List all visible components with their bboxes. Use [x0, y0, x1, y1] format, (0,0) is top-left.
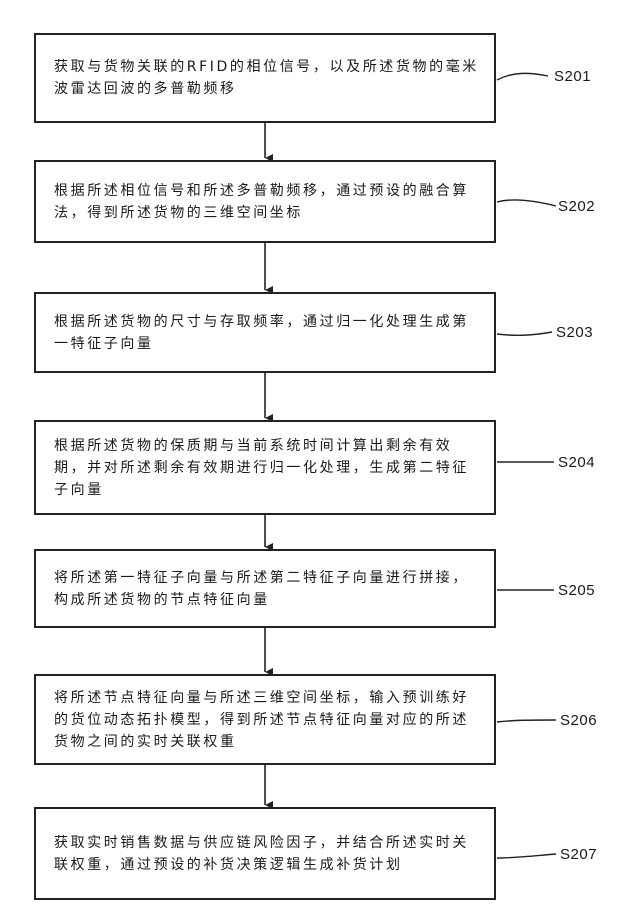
step-label-s203: S203 — [556, 324, 593, 341]
leader-s206 — [497, 720, 556, 722]
step-box-s203: 根据所述货物的尺寸与存取频率，通过归一化处理生成第一特征子向量 — [34, 292, 496, 373]
step-label-s204: S204 — [558, 454, 595, 471]
step-box-s202: 根据所述相位信号和所述多普勒频移，通过预设的融合算法，得到所述货物的三维空间坐标 — [34, 160, 496, 243]
step-box-s207: 获取实时销售数据与供应链风险因子，并结合所述实时关联权重，通过预设的补货决策逻辑… — [34, 807, 496, 900]
step-box-s204: 根据所述货物的保质期与当前系统时间计算出剩余有效期，并对所述剩余有效期进行归一化… — [34, 420, 496, 515]
step-text-s201: 获取与货物关联的RFID的相位信号，以及所述货物的毫米波雷达回波的多普勒频移 — [54, 56, 480, 100]
leader-s202 — [497, 200, 556, 206]
step-text-s202: 根据所述相位信号和所述多普勒频移，通过预设的融合算法，得到所述货物的三维空间坐标 — [54, 180, 480, 224]
step-label-s202: S202 — [558, 198, 595, 215]
step-box-s201: 获取与货物关联的RFID的相位信号，以及所述货物的毫米波雷达回波的多普勒频移 — [34, 33, 496, 123]
step-text-s207: 获取实时销售数据与供应链风险因子，并结合所述实时关联权重，通过预设的补货决策逻辑… — [54, 832, 480, 876]
step-box-s205: 将所述第一特征子向量与所述第二特征子向量进行拼接，构成所述货物的节点特征向量 — [34, 549, 496, 628]
step-label-s206: S206 — [560, 712, 597, 729]
step-text-s206: 将所述节点特征向量与所述三维空间坐标，输入预训练好的货位动态拓扑模型，得到所述节… — [54, 687, 480, 753]
step-box-s206: 将所述节点特征向量与所述三维空间坐标，输入预训练好的货位动态拓扑模型，得到所述节… — [34, 674, 496, 765]
step-label-s201: S201 — [554, 68, 591, 85]
leader-s201 — [497, 73, 548, 80]
step-label-s205: S205 — [558, 582, 595, 599]
step-text-s204: 根据所述货物的保质期与当前系统时间计算出剩余有效期，并对所述剩余有效期进行归一化… — [54, 435, 480, 501]
leader-s203 — [497, 332, 552, 335]
label-leaders — [497, 73, 556, 858]
step-label-s207: S207 — [560, 846, 597, 863]
step-text-s205: 将所述第一特征子向量与所述第二特征子向量进行拼接，构成所述货物的节点特征向量 — [54, 567, 480, 611]
leader-s207 — [497, 854, 556, 858]
step-text-s203: 根据所述货物的尺寸与存取频率，通过归一化处理生成第一特征子向量 — [54, 311, 480, 355]
